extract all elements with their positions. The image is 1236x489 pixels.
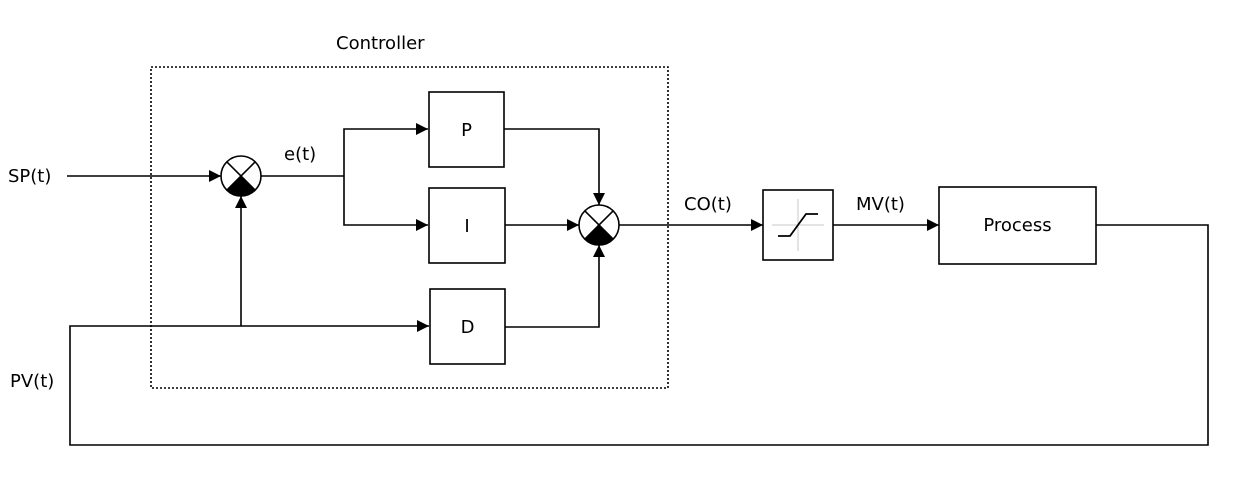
process-block: Process (938, 186, 1097, 265)
i-block: I (428, 187, 506, 264)
p-block-label: P (461, 120, 472, 141)
d-block: D (429, 288, 506, 365)
process-variable-label: PV(t) (10, 371, 54, 392)
manipulated-variable-label: MV(t) (856, 194, 905, 215)
error-to-p-wire (343, 123, 428, 176)
d-output-wire (505, 245, 605, 328)
saturation-block (762, 189, 834, 261)
saturation-icon (772, 199, 824, 251)
error-label: e(t) (284, 144, 316, 165)
d-block-label: D (461, 317, 475, 338)
error-to-i-wire (343, 176, 428, 231)
i-block-label: I (464, 216, 469, 237)
summing-junction-icon (578, 204, 620, 246)
p-block: P (428, 91, 505, 168)
summing-junction-icon (220, 155, 262, 197)
controller-title: Controller (336, 33, 425, 54)
controller-boundary (150, 66, 669, 389)
signal-wires (67, 123, 1209, 446)
setpoint-label: SP(t) (8, 166, 51, 187)
p-output-wire (504, 128, 605, 205)
feedback-wire (69, 224, 1209, 446)
process-block-label: Process (983, 215, 1051, 236)
controller-output-label: CO(t) (684, 194, 732, 215)
